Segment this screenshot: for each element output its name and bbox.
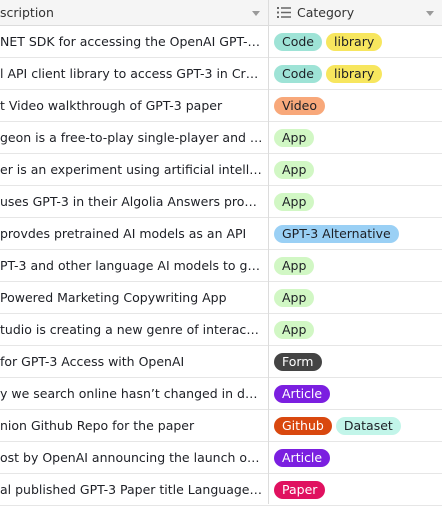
table-row[interactable]: ost by OpenAI announcing the launch of G… — [0, 442, 442, 474]
category-tag: App — [274, 289, 315, 307]
category-tag: library — [326, 65, 383, 83]
description-cell[interactable]: tudio is creating a new genre of interac… — [0, 322, 263, 337]
category-tag: Code — [274, 33, 323, 51]
category-cell[interactable]: App — [274, 129, 318, 147]
category-tag: Dataset — [335, 417, 401, 435]
description-cell[interactable]: l API client library to access GPT-3 in … — [0, 66, 263, 81]
category-tag: Article — [274, 449, 331, 467]
description-cell[interactable]: ost by OpenAI announcing the launch of G… — [0, 450, 263, 465]
category-tag: App — [274, 321, 315, 339]
description-cell[interactable]: for GPT-3 Access with OpenAI — [0, 354, 185, 369]
description-cell[interactable]: t Video walkthrough of GPT-3 paper — [0, 98, 223, 113]
grid-header: scription Category — [0, 0, 442, 26]
description-cell[interactable]: nion Github Repo for the paper — [0, 418, 195, 433]
description-cell[interactable]: Powered Marketing Copywriting App — [0, 290, 227, 305]
category-cell[interactable]: GPT-3 Alternative — [274, 225, 403, 243]
category-tag: App — [274, 257, 315, 275]
category-tag: GPT-3 Alternative — [274, 225, 399, 243]
chevron-down-icon[interactable] — [252, 11, 260, 16]
description-cell[interactable]: er is an experiment using artificial int… — [0, 162, 263, 177]
column-header-description-label: scription — [0, 5, 54, 20]
description-cell[interactable]: al published GPT-3 Paper title Language … — [0, 482, 263, 497]
table-row[interactable]: NET SDK for accessing the OpenAI GPT-3 A… — [0, 26, 442, 58]
category-tag: Article — [274, 385, 331, 403]
column-header-category-label: Category — [297, 5, 355, 20]
description-cell[interactable]: NET SDK for accessing the OpenAI GPT-3 A… — [0, 34, 263, 49]
category-tag: library — [326, 33, 383, 51]
description-cell[interactable]: geon is a free-to-play single-player and… — [0, 130, 263, 145]
description-cell[interactable]: PT-3 and other language AI models to gen… — [0, 258, 263, 273]
category-tag: App — [274, 161, 315, 179]
table-row[interactable]: l API client library to access GPT-3 in … — [0, 58, 442, 90]
category-tag: Paper — [274, 481, 326, 499]
column-divider — [268, 0, 269, 504]
table-row[interactable]: tudio is creating a new genre of interac… — [0, 314, 442, 346]
table-row[interactable]: al published GPT-3 Paper title Language … — [0, 474, 442, 506]
category-cell[interactable]: App — [274, 289, 318, 307]
table-row[interactable]: y we search online hasn’t changed in dec… — [0, 378, 442, 410]
table-row[interactable]: provdes pretrained AI models as an API GP… — [0, 218, 442, 250]
description-cell[interactable]: uses GPT-3 in their Algolia Answers prod… — [0, 194, 263, 209]
category-cell[interactable]: Paper — [274, 481, 329, 499]
table-row[interactable]: PT-3 and other language AI models to gen… — [0, 250, 442, 282]
column-header-category[interactable]: Category — [269, 0, 442, 25]
category-tag: Code — [274, 65, 323, 83]
description-cell[interactable]: y we search online hasn’t changed in dec… — [0, 386, 263, 401]
table-row[interactable]: geon is a free-to-play single-player and… — [0, 122, 442, 154]
multi-select-field-icon — [277, 7, 291, 18]
table-row[interactable]: er is an experiment using artificial int… — [0, 154, 442, 186]
category-tag: App — [274, 193, 315, 211]
category-cell[interactable]: App — [274, 193, 318, 211]
category-cell[interactable]: Article — [274, 385, 334, 403]
column-header-description[interactable]: scription — [0, 0, 268, 25]
category-tag: App — [274, 129, 315, 147]
table-row[interactable]: for GPT-3 Access with OpenAI Form — [0, 346, 442, 378]
category-cell[interactable]: App — [274, 161, 318, 179]
category-cell[interactable]: App — [274, 321, 318, 339]
table-row[interactable]: Powered Marketing Copywriting App App — [0, 282, 442, 314]
category-cell[interactable]: Video — [274, 97, 329, 115]
table-row[interactable]: uses GPT-3 in their Algolia Answers prod… — [0, 186, 442, 218]
category-cell[interactable]: Form — [274, 353, 326, 371]
description-cell[interactable]: provdes pretrained AI models as an API — [0, 226, 247, 241]
table-row[interactable]: t Video walkthrough of GPT-3 paper Video — [0, 90, 442, 122]
category-tag: Video — [274, 97, 326, 115]
category-cell[interactable]: App — [274, 257, 318, 275]
chevron-down-icon[interactable] — [426, 11, 434, 16]
category-cell[interactable]: Article — [274, 449, 334, 467]
category-tag: Form — [274, 353, 322, 371]
category-tag: Github — [274, 417, 332, 435]
